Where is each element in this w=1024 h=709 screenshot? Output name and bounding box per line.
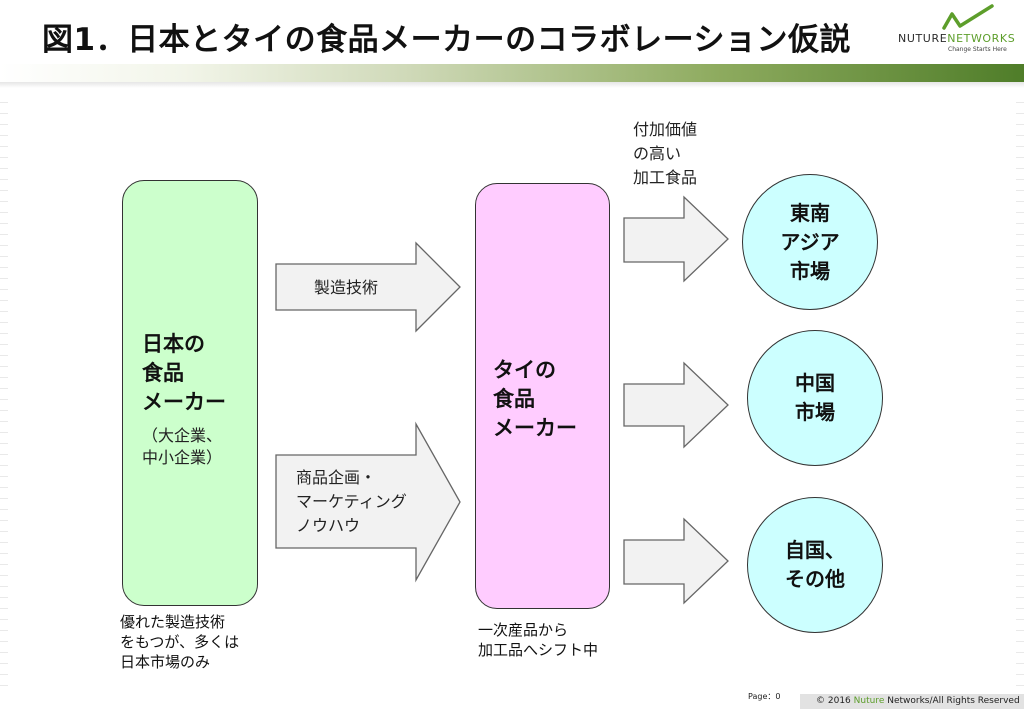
japan-maker-box — [122, 180, 258, 606]
japan-maker-label: 日本の 食品 メーカー — [142, 332, 226, 414]
japan-maker-note: 優れた製造技術 をもつが、多くは 日本市場のみ — [120, 613, 240, 671]
market-asean-label: 東南 アジア 市場 — [780, 201, 840, 283]
company-logo: NUTURENETWORKS Change Starts Here — [886, 4, 1016, 58]
market-china-label: 中国 市場 — [795, 371, 835, 424]
market-home-label: 自国、 その他 — [785, 538, 845, 591]
arrow-tech-label: 製造技術 — [314, 278, 379, 297]
arrow-to-home — [623, 517, 729, 605]
copyright: © 2016 Nuture Networks/All Rights Reserv… — [816, 696, 1020, 706]
market-asean-circle: 東南 アジア 市場 — [742, 174, 878, 310]
page-number: Page：0 — [748, 692, 781, 701]
arrow-knowhow — [275, 421, 461, 583]
thai-maker-label: タイの 食品 メーカー — [493, 358, 577, 440]
japan-maker-sub: （大企業、 中小企業） — [142, 426, 223, 467]
arrow-to-china — [623, 361, 729, 449]
thai-maker-note: 一次産品から 加工品へシフト中 — [478, 621, 599, 659]
value-added-note: 付加価値 の高い 加工食品 — [633, 120, 698, 187]
thai-maker-box — [475, 183, 610, 609]
arrow-to-asean — [623, 195, 729, 283]
page-title: 図1．日本とタイの食品メーカーのコラボレーション仮説 — [42, 22, 851, 58]
arrow-tech — [275, 241, 461, 333]
footer-bar — [800, 694, 1024, 709]
market-home-circle: 自国、 その他 — [747, 497, 883, 633]
left-ruler — [0, 92, 8, 692]
header-band — [0, 64, 1024, 82]
logo-name: NUTURENETWORKS — [898, 32, 1016, 45]
arrow-knowhow-label: 商品企画・ マーケティング ノウハウ — [296, 468, 407, 535]
right-ruler — [1016, 92, 1024, 692]
market-china-circle: 中国 市場 — [747, 330, 883, 466]
logo-tagline: Change Starts Here — [948, 46, 1007, 53]
header-band-shadow — [0, 82, 1024, 88]
logo-check-icon — [942, 4, 994, 30]
